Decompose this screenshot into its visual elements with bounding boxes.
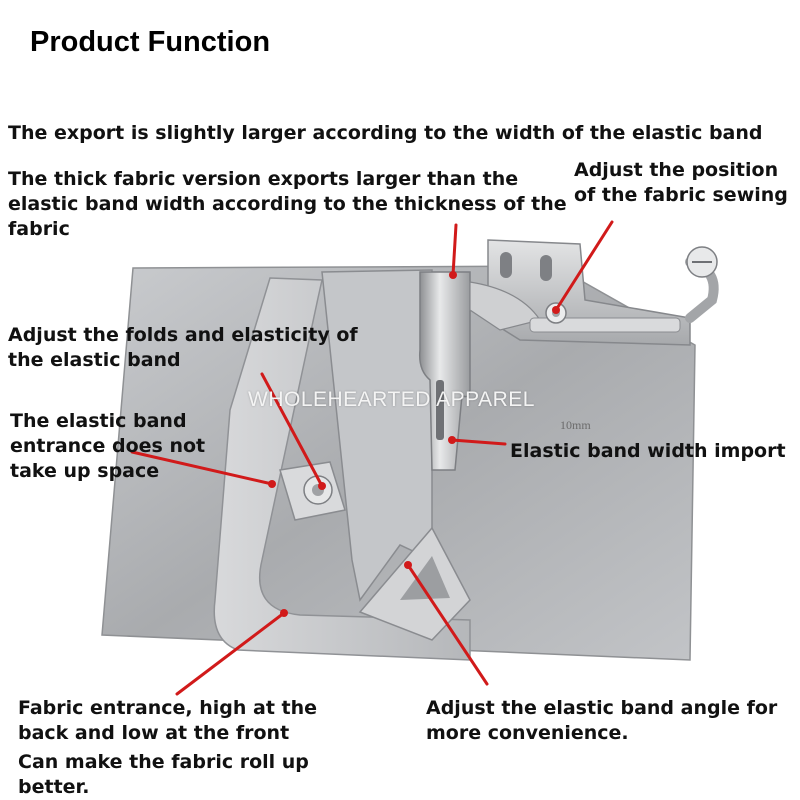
elastic-guide-tube	[418, 271, 471, 471]
watermark-text: WHOLEHEARTED APPAREL	[248, 388, 535, 411]
width-import-slot	[436, 380, 444, 440]
annotation-adjust-folds: Adjust the folds and elasticity of the e…	[8, 324, 358, 371]
annotation-adjust-position: Adjust the position of the fabric sewing	[574, 159, 788, 206]
callout-line-fabric-entrance	[175, 611, 286, 696]
callout-line-thick-fabric	[451, 223, 458, 277]
annotation-fabric-entrance: Fabric entrance, high at the back and lo…	[18, 697, 318, 744]
callout-line-entrance	[130, 450, 274, 486]
annotation-roll-up: Can make the fabric roll up better.	[18, 751, 309, 798]
callout-line-adjust-position	[554, 220, 614, 312]
annotation-thick-fabric: The thick fabric version exports larger …	[8, 168, 567, 240]
callout-line-width-import	[450, 438, 507, 446]
callout-line-angle	[406, 563, 489, 686]
annotation-entrance-space: The elastic band entrance does not take …	[10, 410, 206, 482]
annotation-angle: Adjust the elastic band angle for more c…	[426, 697, 778, 744]
engraved-size: 10mm	[560, 418, 591, 432]
annotation-export-width: The export is slightly larger according …	[8, 122, 763, 144]
page-title: Product Function	[30, 26, 271, 58]
callout-line-adjust-folds	[260, 372, 324, 488]
folding-plate	[321, 269, 433, 602]
annotation-width-import: Elastic band width import	[510, 440, 786, 462]
